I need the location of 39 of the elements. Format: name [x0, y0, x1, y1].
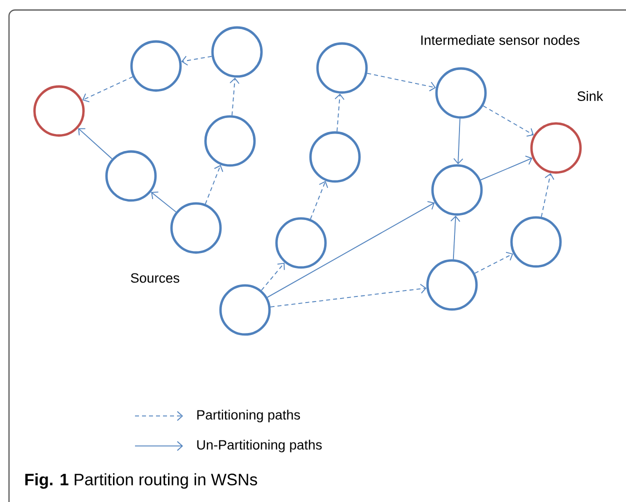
- arrow: [204, 164, 224, 204]
- arrow: [482, 105, 534, 137]
- node-circle: [219, 284, 271, 336]
- node-circle: [309, 131, 361, 183]
- arrow: [151, 192, 176, 212]
- node-circle: [510, 216, 562, 268]
- node-circle: [33, 85, 85, 137]
- arrow: [82, 76, 134, 102]
- arrow: [450, 216, 460, 260]
- arrow: [230, 78, 240, 116]
- node-circle: [426, 259, 478, 311]
- arrow: [366, 72, 436, 92]
- node-circle: [435, 67, 487, 119]
- arrow: [540, 173, 554, 218]
- node-circle: [211, 26, 263, 78]
- arrow: [181, 56, 212, 66]
- node-circle: [275, 217, 327, 269]
- node-circle: [204, 115, 256, 167]
- caption: Fig. 1 Partition routing in WSNs: [25, 473, 258, 489]
- area-label: Sink: [577, 91, 604, 101]
- area-label: Sources: [130, 273, 180, 283]
- arrow: [480, 156, 532, 180]
- node-circle: [170, 202, 222, 254]
- node-circle: [316, 42, 368, 94]
- node-circle: [431, 164, 483, 216]
- arrow: [78, 128, 112, 160]
- arrow: [453, 118, 464, 164]
- node-circle: [530, 122, 582, 174]
- arrow: [270, 284, 426, 308]
- node-circle: [105, 150, 157, 202]
- arrow: [261, 262, 285, 291]
- node-circle: [130, 40, 182, 92]
- arrow: [474, 252, 514, 274]
- legend-label: Partitioning paths: [197, 410, 300, 422]
- arrow: [334, 94, 344, 132]
- legend-label: Un-Partitioning paths: [197, 440, 322, 452]
- arrow: [310, 180, 328, 220]
- area-label: Intermediate sensor nodes: [421, 35, 580, 45]
- arrow: [266, 201, 435, 298]
